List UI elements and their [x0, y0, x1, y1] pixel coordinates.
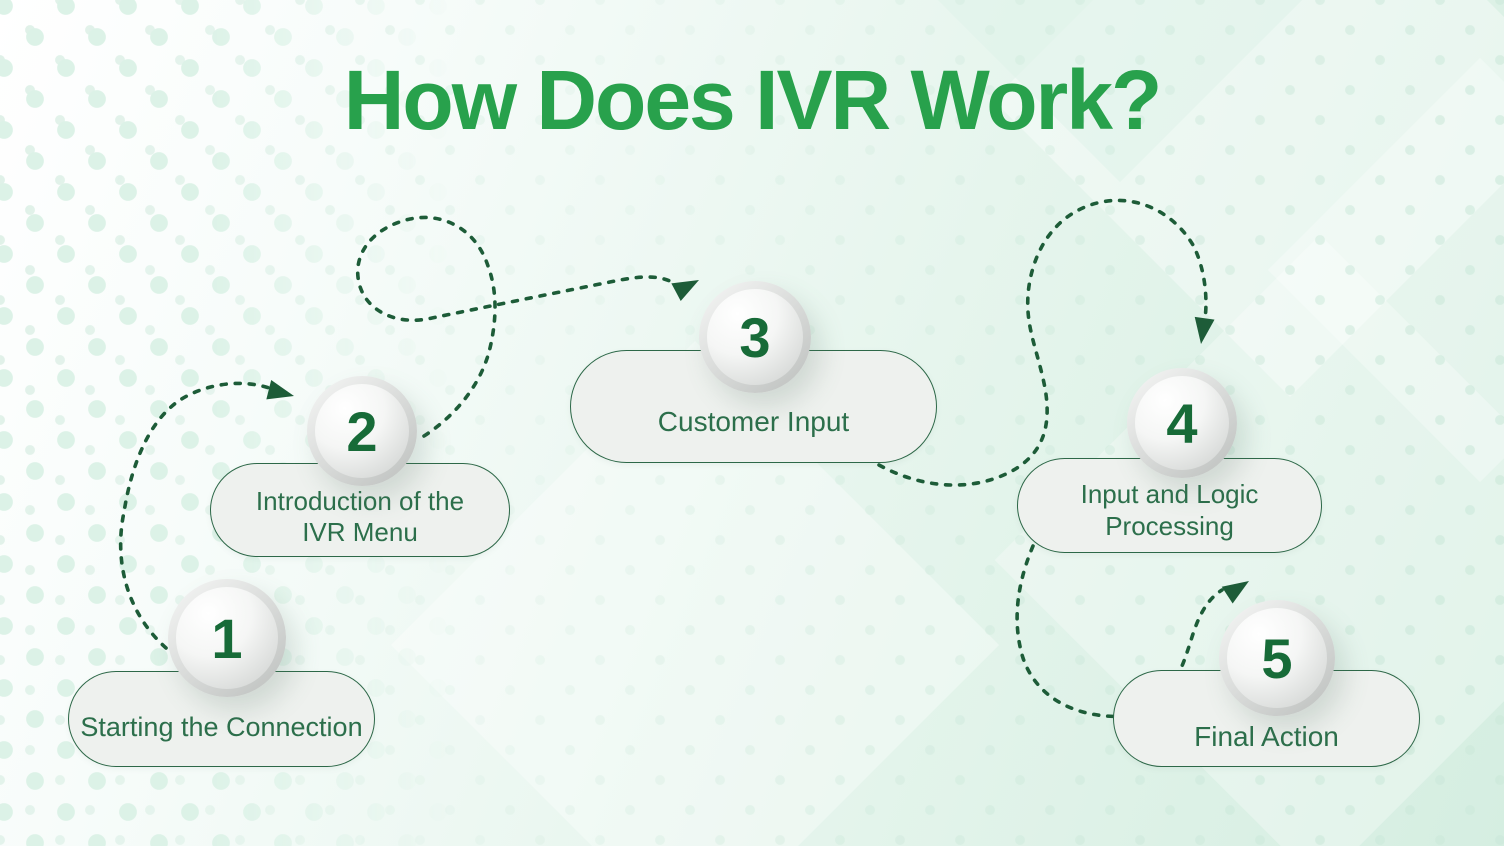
page-title: How Does IVR Work? [343, 53, 1163, 147]
arrow-step1-to-step2 [118, 380, 294, 650]
arrowhead-icon [671, 280, 699, 302]
step-5-circle-face: 5 [1227, 608, 1327, 708]
step-2-circle-face: 2 [315, 384, 409, 478]
arrowhead-icon [1194, 316, 1215, 344]
step-4-number: 4 [1166, 391, 1198, 455]
arrow-step2-to-step3 [355, 215, 699, 438]
step-2-number: 2 [346, 399, 378, 463]
step-3-number: 3 [739, 305, 771, 369]
step-3-circle-face: 3 [707, 289, 803, 385]
step-1-number: 1 [211, 606, 243, 670]
step-1-circle: 1 [168, 579, 286, 697]
step-4-circle: 4 [1127, 368, 1237, 478]
step-5-circle: 5 [1219, 600, 1335, 716]
step-2-label-line2: IVR Menu [302, 517, 418, 547]
step-5-label: Final Action [1194, 720, 1339, 752]
step-5-number: 5 [1261, 626, 1293, 690]
step-1-label: Starting the Connection [80, 711, 363, 742]
step-5-pill: Final Action [1113, 670, 1420, 767]
step-4-circle-face: 4 [1135, 376, 1229, 470]
arrow-step3-to-step4 [877, 198, 1215, 487]
step-4-label-line2: Processing [1105, 510, 1234, 541]
step-2-circle: 2 [307, 376, 417, 486]
arrowhead-icon [266, 380, 294, 400]
step-2-pill: Introduction of the IVR Menu [210, 463, 510, 557]
step-3-label: Customer Input [657, 405, 850, 437]
step-3-circle: 3 [699, 281, 811, 393]
step-2-label-line1: Introduction of the [255, 485, 465, 516]
step-4-label-line1: Input and Logic [1080, 479, 1259, 510]
arrowhead-icon [1221, 581, 1249, 604]
step-1-circle-face: 1 [176, 587, 278, 689]
